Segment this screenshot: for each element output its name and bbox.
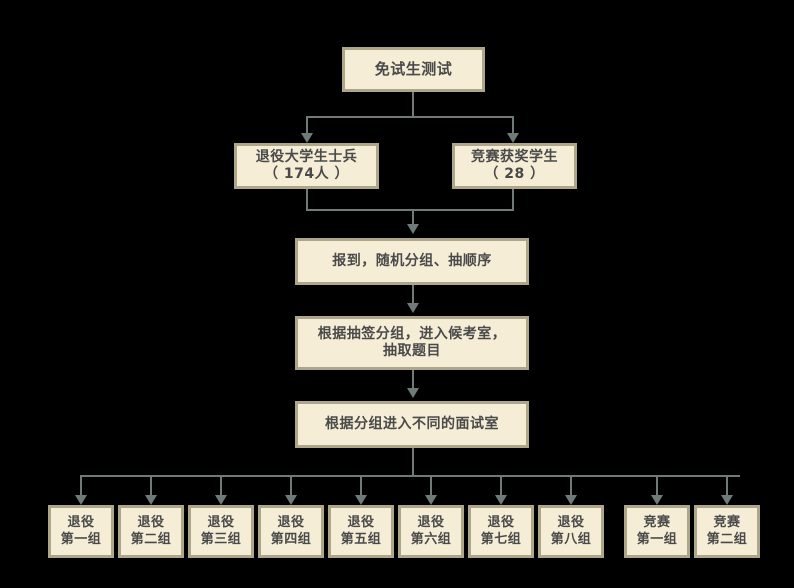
node-competition-award-students: 竞赛获奖学生 （ 28 ） (452, 143, 577, 189)
node-veteran-group-1: 退役 第一组 (48, 505, 114, 558)
connector-drop-group-8 (570, 475, 572, 497)
node-veteran-group-3: 退役 第三组 (188, 505, 254, 558)
connector-drop-group-4 (290, 475, 292, 497)
connector-drop-group-1 (80, 475, 82, 497)
arrowhead-to-interview-room (407, 388, 419, 398)
node-exam-free-test: 免试生测试 (342, 47, 485, 92)
connector-merge-right-stem (512, 189, 514, 210)
arrowhead-to-veteran-students (301, 133, 313, 143)
connector-drop-group-9 (656, 475, 658, 497)
connector-fanout-stem (412, 448, 414, 476)
connector-drop-left (306, 116, 308, 135)
arrowhead-to-veteran-group-3 (215, 495, 227, 505)
node-veteran-group-6: 退役 第六组 (398, 505, 464, 558)
connector-drop-group-2 (150, 475, 152, 497)
node-veteran-group-5: 退役 第五组 (328, 505, 394, 558)
node-enter-interview-room: 根据分组进入不同的面试室 (295, 401, 529, 448)
connector-drop-group-7 (500, 475, 502, 497)
arrowhead-to-competition-group-1 (651, 495, 663, 505)
connector-waiting-to-interview (412, 370, 414, 390)
arrowhead-to-waiting-room (407, 303, 419, 313)
connector-root-stem (412, 92, 414, 116)
arrowhead-to-veteran-group-7 (495, 495, 507, 505)
connector-fanout-bus (80, 475, 740, 477)
connector-drop-group-6 (430, 475, 432, 497)
connector-merge-left-stem (306, 189, 308, 210)
node-waiting-room-draw-topic: 根据抽签分组，进入候考室， 抽取题目 (295, 316, 529, 370)
connector-merge-bus (306, 209, 514, 211)
arrowhead-to-veteran-group-1 (75, 495, 87, 505)
arrowhead-to-veteran-group-2 (145, 495, 157, 505)
node-veteran-group-4: 退役 第四组 (258, 505, 324, 558)
arrowhead-to-veteran-group-6 (425, 495, 437, 505)
arrowhead-to-veteran-group-8 (565, 495, 577, 505)
node-competition-group-2: 竞赛 第二组 (694, 505, 760, 558)
connector-drop-group-3 (220, 475, 222, 497)
connector-drop-group-10 (726, 475, 728, 497)
connector-drop-right (512, 116, 514, 135)
node-veteran-group-7: 退役 第七组 (468, 505, 534, 558)
arrowhead-to-veteran-group-5 (355, 495, 367, 505)
connector-merge-down (412, 209, 414, 226)
connector-split-bus (306, 116, 514, 118)
node-veteran-students: 退役大学生士兵 （ 174人 ） (234, 143, 379, 189)
node-veteran-group-8: 退役 第八组 (538, 505, 604, 558)
connector-reg-to-waiting (412, 285, 414, 305)
arrowhead-to-competition-students (507, 133, 519, 143)
arrowhead-to-veteran-group-4 (285, 495, 297, 505)
node-competition-group-1: 竞赛 第一组 (624, 505, 690, 558)
arrowhead-to-registration (407, 224, 419, 234)
node-registration-grouping: 报到，随机分组、抽顺序 (295, 238, 529, 285)
node-veteran-group-2: 退役 第二组 (118, 505, 184, 558)
connector-drop-group-5 (360, 475, 362, 497)
arrowhead-to-competition-group-2 (721, 495, 733, 505)
